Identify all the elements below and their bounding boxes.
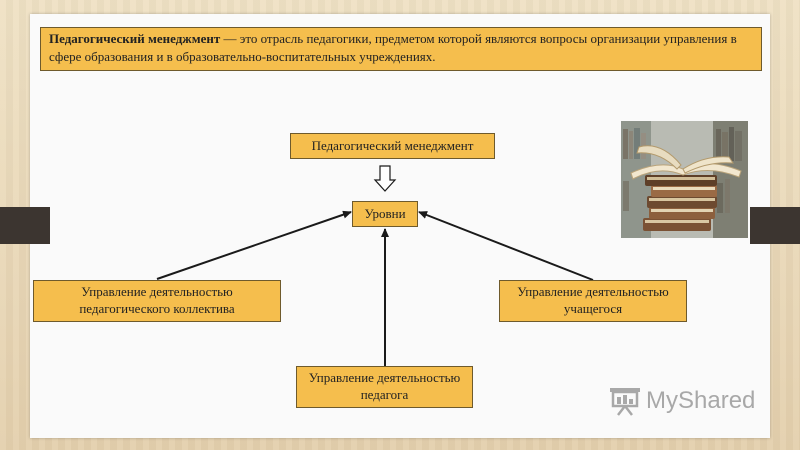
books-photo <box>621 121 748 238</box>
node-left: Управление деятельностью педагогического… <box>33 280 281 322</box>
arrow-right-to-center <box>418 211 594 281</box>
books-illustration <box>621 121 748 238</box>
node-center: Уровни <box>352 201 418 227</box>
watermark: MyShared <box>608 386 755 416</box>
left-side-bar <box>0 207 50 244</box>
arrow-left-to-center <box>156 210 352 280</box>
node-bottom: Управление деятельностью педагога <box>296 366 473 408</box>
node-top: Педагогический менеджмент <box>290 133 495 159</box>
watermark-brand: MyShared <box>646 387 756 414</box>
definition-term: Педагогический менеджмент <box>49 31 221 46</box>
definition-box: Педагогический менеджмент — это отрасль … <box>40 27 762 71</box>
presentation-board-icon <box>610 388 640 416</box>
hollow-down-arrow <box>373 165 397 192</box>
right-side-bar <box>750 207 800 244</box>
definition-text: — это отрасль педагогики, предметом кото… <box>49 31 737 65</box>
node-right: Управление деятельностью учащегося <box>499 280 687 322</box>
